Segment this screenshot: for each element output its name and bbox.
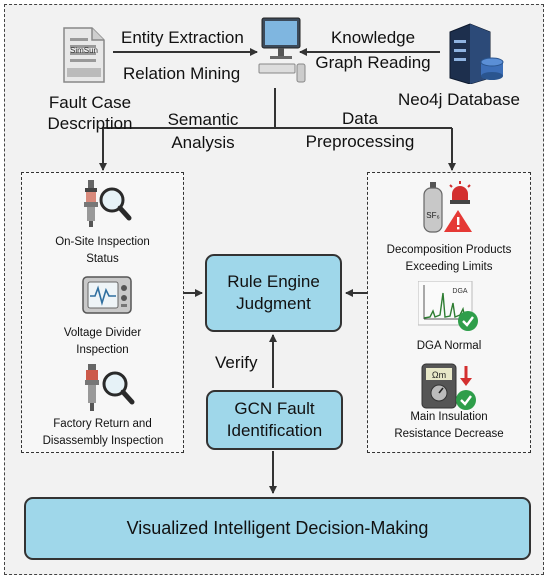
disassembly-magnifier-icon	[82, 362, 136, 414]
left-item-1-line1: On-Site Inspection	[55, 236, 150, 248]
knowledge-label-1: Knowledge	[330, 28, 416, 47]
rule-engine-node: Rule Engine Judgment	[205, 254, 342, 332]
gcn-line2: Identification	[226, 421, 323, 440]
left-item-3-line1: Factory Return and	[53, 418, 152, 430]
right-item-2-line1: DGA Normal	[416, 340, 482, 352]
dga-icon-text: DGA	[452, 288, 468, 295]
left-item-1-line2: Status	[86, 253, 119, 265]
knowledge-label-2: Graph Reading	[315, 53, 431, 72]
visualized-decision-node: Visualized Intelligent Decision-Making	[24, 497, 531, 560]
semantic-label-1: Semantic	[167, 110, 239, 129]
fault-case-label-1: Fault Case	[48, 93, 132, 112]
ohmmeter-decrease-icon	[420, 362, 480, 412]
document-icon	[62, 26, 106, 84]
bushing-magnifier-icon	[78, 178, 132, 230]
right-item-3-line2: Resistance Decrease	[394, 428, 504, 440]
computer-icon	[258, 14, 306, 86]
rule-engine-line2: Judgment	[236, 294, 311, 313]
left-item-3-line2: Disassembly Inspection	[42, 435, 164, 447]
verify-label: Verify	[215, 353, 258, 372]
fault-case-label-2: Description	[47, 114, 133, 133]
gcn-node: GCN Fault Identification	[206, 390, 343, 450]
left-item-2-line2: Inspection	[76, 344, 129, 356]
entity-extraction-label: Entity Extraction	[121, 28, 244, 47]
right-item-1-line1: Decomposition Products	[386, 244, 512, 256]
rule-engine-line1: Rule Engine	[227, 272, 320, 291]
sf6-icon-text: SF₆	[426, 211, 440, 220]
gcn-line1: GCN Fault	[234, 399, 315, 418]
semantic-label-2: Analysis	[171, 133, 235, 152]
voltage-meter-icon	[82, 276, 132, 316]
neo4j-label: Neo4j Database	[398, 90, 520, 109]
database-server-icon	[446, 22, 504, 85]
sf6-cylinder-alarm-icon	[420, 180, 486, 234]
right-item-1-line2: Exceeding Limits	[405, 261, 493, 273]
right-item-3-line1: Main Insulation	[410, 411, 488, 423]
dga-chart-check-icon	[417, 280, 480, 333]
data-label-2: Preprocessing	[305, 132, 415, 151]
visualized-label: Visualized Intelligent Decision-Making	[126, 518, 429, 538]
relation-mining-label: Relation Mining	[123, 64, 241, 83]
ohm-icon-text: Ωm	[431, 370, 447, 380]
document-icon-text: SimSun	[69, 46, 98, 55]
data-label-1: Data	[342, 109, 378, 128]
left-item-2-line1: Voltage Divider	[63, 327, 142, 339]
